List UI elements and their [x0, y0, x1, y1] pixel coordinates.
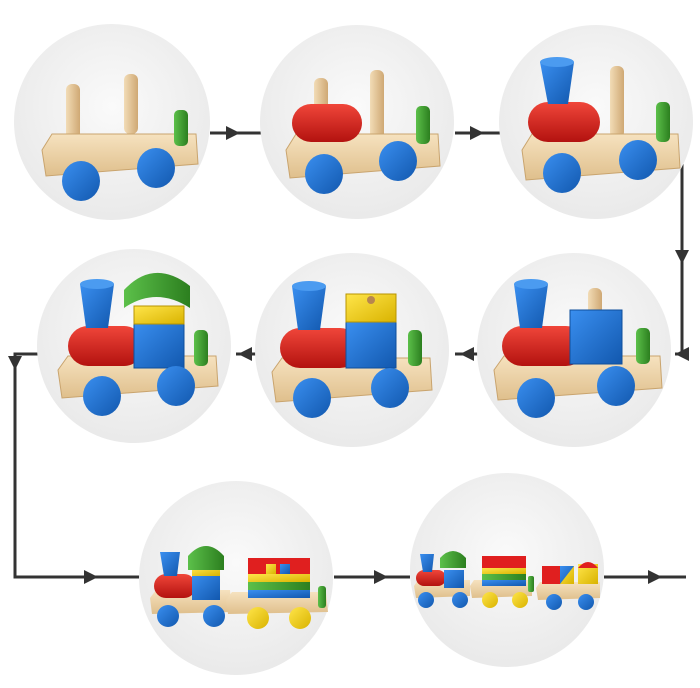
arrow-right-icon [470, 126, 484, 140]
step-2-circle [260, 25, 454, 219]
arrow-right-icon [374, 570, 388, 584]
step-6-circle [37, 249, 231, 443]
arrow-right-icon [648, 570, 662, 584]
step-5-circle [255, 253, 449, 447]
arrowheads [8, 126, 689, 584]
arrow-right-icon [84, 570, 98, 584]
step-7-circle [139, 481, 333, 675]
arrow-left-icon [675, 347, 689, 361]
step-1-circle [14, 24, 210, 220]
arrow-left-icon [238, 347, 252, 361]
step-8-circle [410, 473, 604, 667]
step-4-circle [477, 253, 671, 447]
arrow-left-icon [460, 347, 474, 361]
arrow-down-icon [8, 356, 22, 370]
arrow-right-icon [226, 126, 240, 140]
arrow-down-icon [675, 250, 689, 264]
step-3-circle [499, 25, 693, 219]
